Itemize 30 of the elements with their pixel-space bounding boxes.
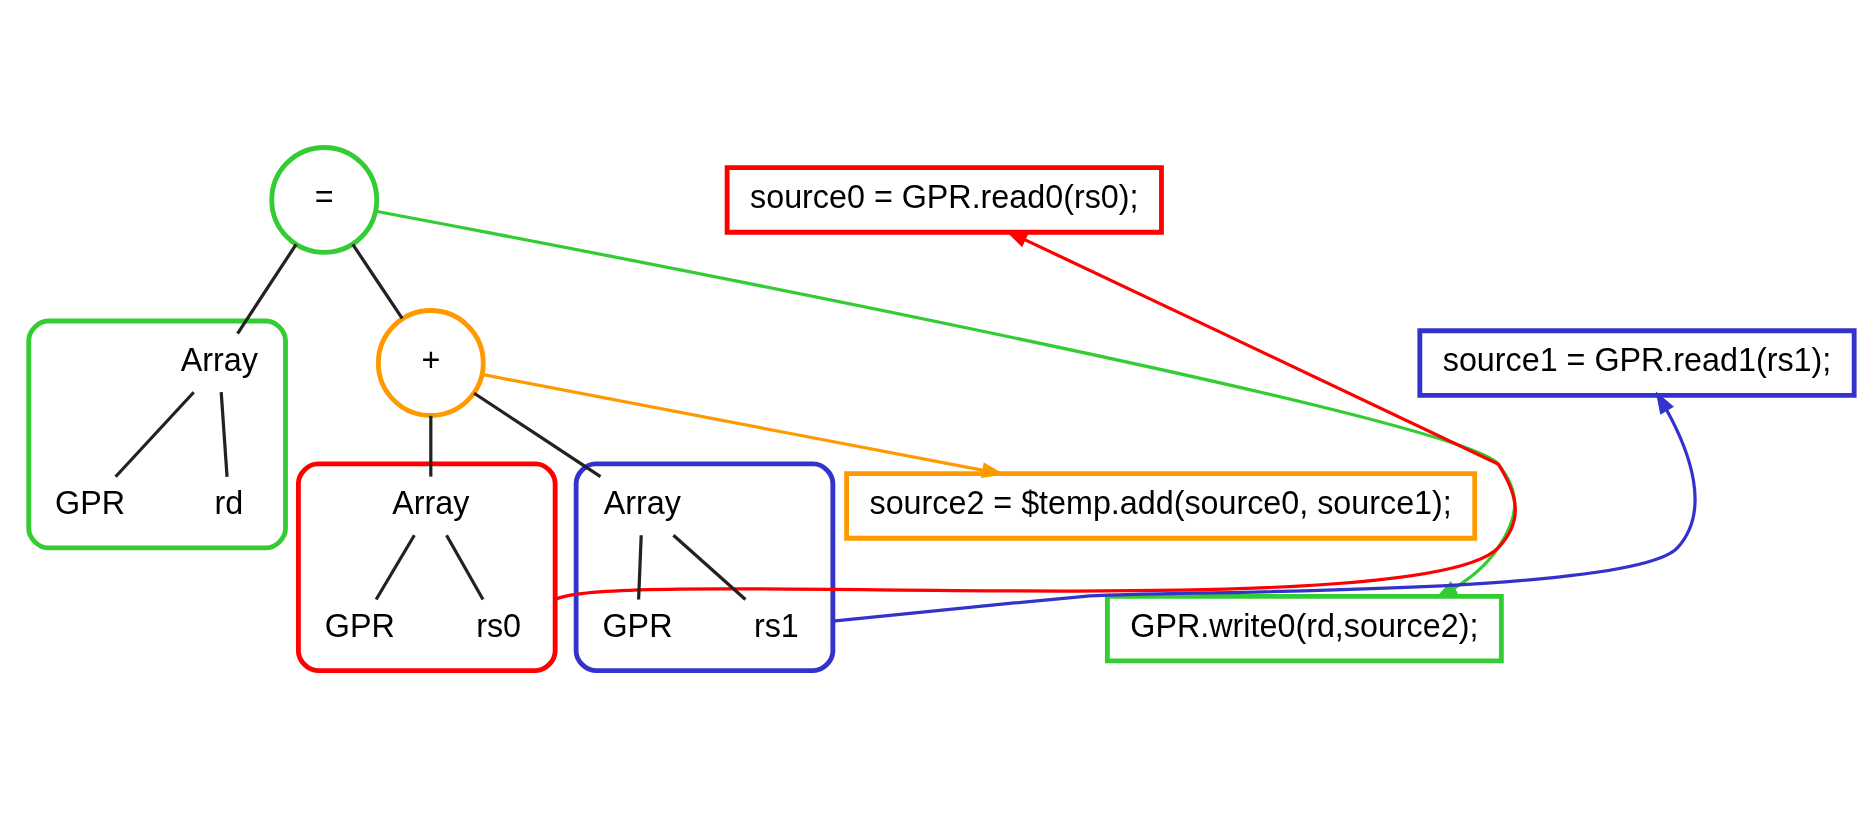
node-circle: =	[268, 144, 379, 255]
node-text: GPR	[324, 607, 395, 644]
cluster	[25, 318, 288, 550]
connector	[113, 390, 195, 478]
connector	[374, 533, 416, 600]
connector	[219, 391, 229, 477]
node-text: rs1	[753, 607, 799, 644]
arrow	[832, 390, 1696, 623]
node-text: Array	[391, 484, 469, 521]
connector	[428, 415, 432, 477]
node-text: GPR	[54, 484, 125, 521]
connector	[235, 243, 297, 334]
node-text: Array	[180, 341, 258, 378]
connector	[636, 534, 643, 600]
connector	[444, 533, 484, 600]
node-box: source1 = GPR.read1(rs1);	[1416, 327, 1857, 398]
connector	[671, 533, 746, 601]
node-text: GPR	[602, 607, 672, 644]
node-box: source2 = $temp.add(source0, source1);	[843, 470, 1477, 541]
node-box: source0 = GPR.read0(rs0);	[724, 164, 1164, 235]
cluster	[573, 461, 835, 673]
node-circle: +	[375, 307, 486, 418]
node-text: rs0	[475, 607, 521, 644]
node-text: Array	[603, 484, 681, 521]
arrow	[375, 209, 1516, 599]
connector	[472, 391, 601, 478]
connector	[350, 243, 403, 319]
cluster	[295, 461, 558, 673]
node-box: GPR.write0(rd,source2);	[1104, 593, 1504, 663]
node-text: rd	[214, 484, 243, 521]
